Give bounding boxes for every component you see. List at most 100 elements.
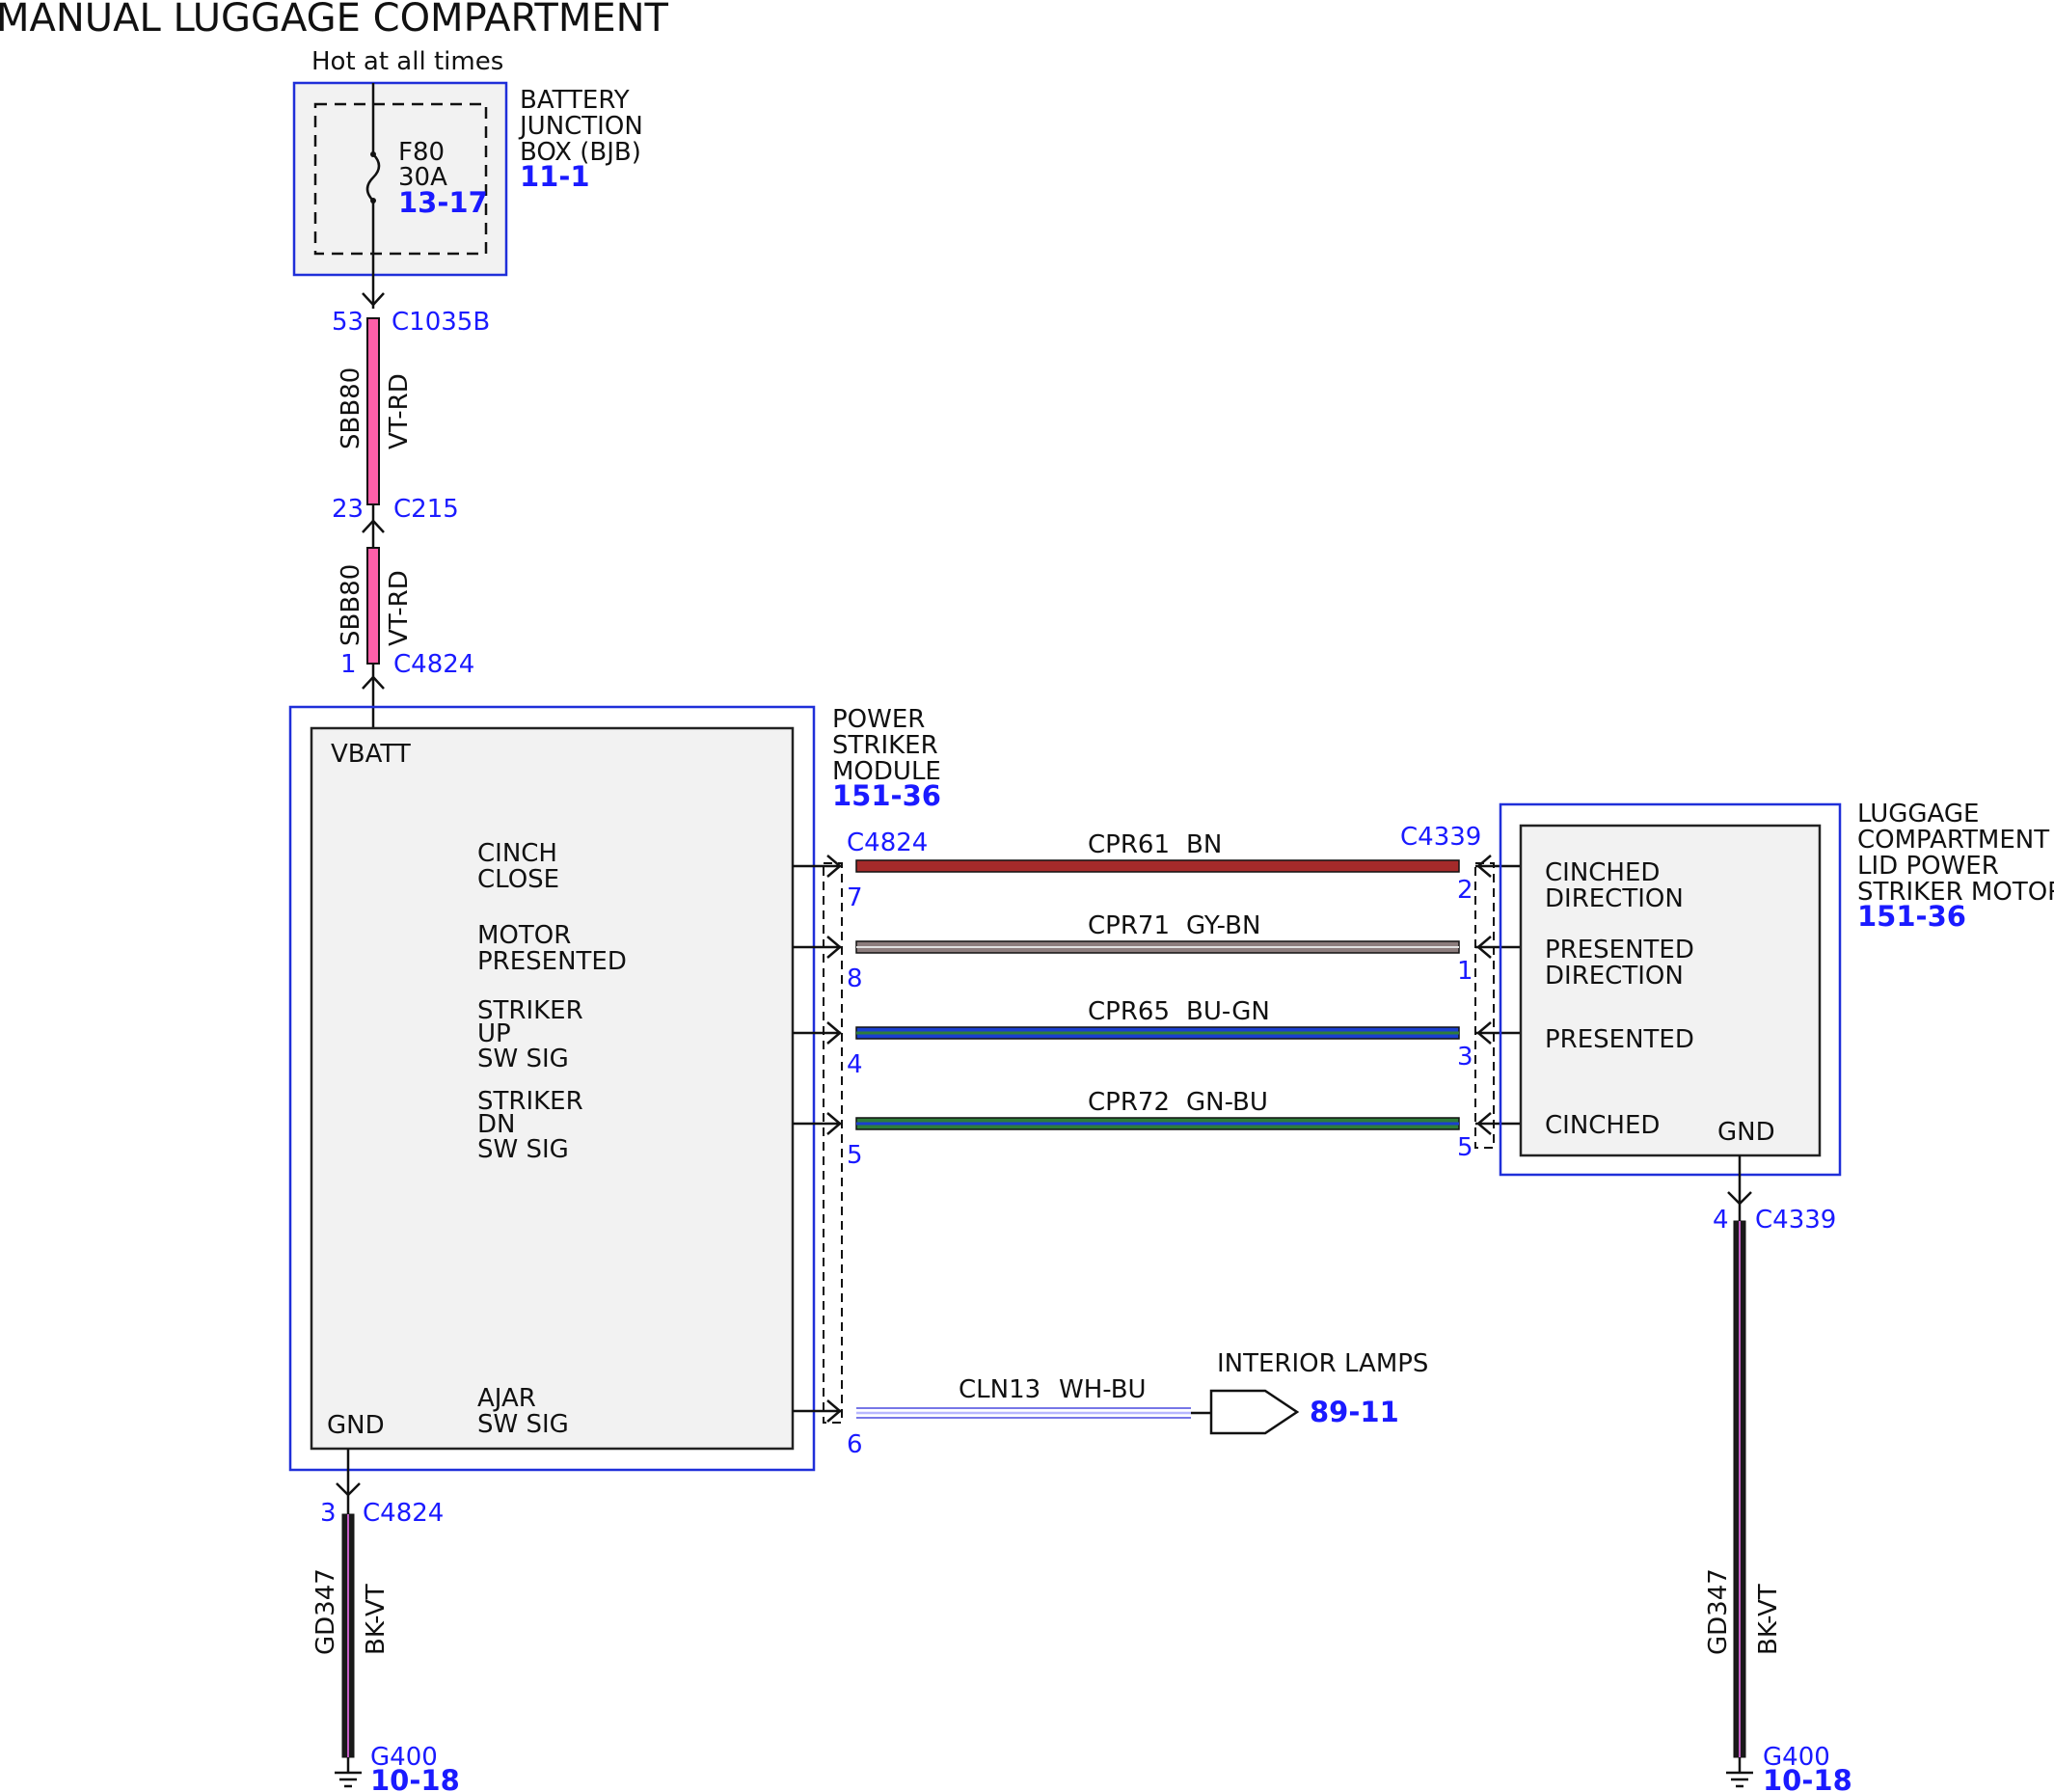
module-gnd-label: GND bbox=[327, 1411, 385, 1440]
c215-pin: 23 bbox=[332, 495, 364, 524]
connector-arrow-icon bbox=[1476, 1021, 1492, 1045]
interior-lamps-label: INTERIOR LAMPS bbox=[1217, 1349, 1428, 1378]
interior-lamps-arrow-icon bbox=[1209, 1389, 1300, 1435]
ground-left-connector-icon bbox=[336, 1482, 361, 1497]
motor-name-l3: LID POWER bbox=[1857, 852, 1999, 881]
motor-sig-cinched: CINCHED bbox=[1545, 1111, 1660, 1140]
ground-left-ref[interactable]: 10-18 bbox=[370, 1764, 460, 1792]
fuse-rating: 30A bbox=[398, 163, 447, 192]
gd347-right-circuit: GD347 bbox=[1704, 1568, 1733, 1655]
ground-left-pin: 3 bbox=[320, 1499, 337, 1528]
connector-arrow-icon bbox=[826, 1112, 842, 1135]
fuse-icon bbox=[365, 153, 381, 202]
wire-color-label: BU-GN bbox=[1186, 997, 1270, 1026]
module-name-l1: POWER bbox=[832, 705, 925, 734]
motor-gnd-label: GND bbox=[1717, 1118, 1775, 1147]
c4824-feed-pin: 1 bbox=[340, 650, 357, 679]
module-name-l3: MODULE bbox=[832, 757, 941, 786]
harness-wire-cpr71: CPR71 GY-BN 8 1 bbox=[793, 911, 1521, 993]
connector-arrow-icon bbox=[1476, 855, 1492, 878]
c4824-harness-label: C4824 bbox=[847, 828, 928, 857]
sbb80-upper-color: VT-RD bbox=[385, 373, 414, 449]
bjb-name-line2: JUNCTION bbox=[518, 112, 643, 141]
sig-cinch-close-l2: CLOSE bbox=[477, 865, 559, 894]
connector-arrow-icon bbox=[826, 855, 842, 878]
wire-left-pin: 4 bbox=[847, 1050, 863, 1079]
ground-right-ref[interactable]: 10-18 bbox=[1763, 1764, 1852, 1792]
bjb-name-line1: BATTERY bbox=[520, 86, 630, 115]
c1035b-pin: 53 bbox=[332, 308, 364, 337]
motor-sig-cinched-dir-l1: CINCHED bbox=[1545, 858, 1660, 887]
ground-left-icon bbox=[335, 1757, 362, 1788]
interior-lamps-ref[interactable]: 89-11 bbox=[1310, 1396, 1399, 1428]
wire-circuit-label: CPR71 bbox=[1088, 911, 1170, 940]
sbb80-lower-color: VT-RD bbox=[385, 570, 414, 646]
wire-circuit-label: CPR65 bbox=[1088, 997, 1170, 1026]
ajar-color: WH-BU bbox=[1059, 1375, 1147, 1404]
gd347-left-color: BK-VT bbox=[362, 1584, 391, 1655]
connector-arrow-icon bbox=[826, 1021, 842, 1045]
striker-motor bbox=[1499, 802, 1842, 1177]
wire-right-pin: 3 bbox=[1457, 1043, 1473, 1072]
connector-c1035b-icon bbox=[362, 292, 385, 307]
ground-right-name: G400 bbox=[1763, 1743, 1830, 1772]
wire-color-label: GN-BU bbox=[1186, 1088, 1268, 1117]
vbatt-label: VBATT bbox=[331, 740, 411, 769]
sig-ajar-l1: AJAR bbox=[477, 1384, 536, 1413]
motor-sig-cinched-dir-l2: DIRECTION bbox=[1545, 884, 1684, 913]
power-note: Hot at all times bbox=[311, 47, 503, 76]
sig-striker-dn-l1: STRIKER bbox=[477, 1087, 583, 1116]
motor-sig-presented-dir-l1: PRESENTED bbox=[1545, 936, 1694, 964]
fuse-ref[interactable]: 13-17 bbox=[398, 186, 488, 219]
wire-left-pin: 8 bbox=[847, 964, 863, 993]
fuse-name: F80 bbox=[398, 138, 445, 167]
c1035b-label: C1035B bbox=[392, 308, 490, 337]
motor-ref[interactable]: 151-36 bbox=[1857, 900, 1966, 933]
sig-striker-up-l2: UP bbox=[477, 1019, 511, 1048]
sig-striker-dn-l2: DN bbox=[477, 1110, 515, 1139]
sig-ajar-l2: SW SIG bbox=[477, 1410, 569, 1439]
connector-arrow-icon bbox=[1476, 936, 1492, 959]
sig-cinch-close-l1: CINCH bbox=[477, 839, 557, 868]
wire-left-pin: 5 bbox=[847, 1141, 863, 1170]
wire-right-pin: 5 bbox=[1457, 1133, 1473, 1162]
motor-name-l4: STRIKER MOTOR bbox=[1857, 878, 2054, 907]
diagram-title: MANUAL LUGGAGE COMPARTMENT bbox=[0, 0, 669, 41]
bjb-ref[interactable]: 11-1 bbox=[520, 160, 590, 193]
wire-left-pin: 7 bbox=[847, 883, 863, 912]
wire-right-pin: 2 bbox=[1457, 876, 1473, 905]
power-striker-module bbox=[288, 705, 816, 1472]
ajar-circuit: CLN13 bbox=[959, 1375, 1041, 1404]
c4824-feed-label: C4824 bbox=[393, 650, 474, 679]
connector-arrow-icon bbox=[1476, 1112, 1492, 1135]
ground-right-icon bbox=[1726, 1757, 1753, 1788]
sig-striker-up-l1: STRIKER bbox=[477, 996, 583, 1025]
wire-color-label: GY-BN bbox=[1186, 911, 1260, 940]
sig-motor-presented-l1: MOTOR bbox=[477, 921, 571, 950]
module-name-l2: STRIKER bbox=[832, 731, 938, 760]
connector-c215-icon bbox=[362, 519, 385, 533]
wire-right-pin: 1 bbox=[1457, 957, 1473, 986]
ground-right-pin: 4 bbox=[1713, 1206, 1729, 1235]
wire-circuit-label: CPR72 bbox=[1088, 1088, 1170, 1117]
gd347-right-color: BK-VT bbox=[1754, 1584, 1783, 1655]
module-ref[interactable]: 151-36 bbox=[832, 779, 941, 812]
ground-left-connector: C4824 bbox=[363, 1499, 444, 1528]
connector-c4824-feed-icon bbox=[362, 675, 385, 690]
ground-right-connector-icon bbox=[1727, 1191, 1752, 1206]
sig-motor-presented-l2: PRESENTED bbox=[477, 947, 627, 976]
harness-wire-cpr65: CPR65 BU-GN 4 3 bbox=[793, 997, 1521, 1079]
c4339-harness-label: C4339 bbox=[1400, 823, 1481, 852]
wire-sbb80-lower bbox=[366, 547, 380, 665]
wire-color-label: BN bbox=[1186, 830, 1222, 859]
ajar-pin: 6 bbox=[847, 1430, 863, 1459]
gd347-left-circuit: GD347 bbox=[311, 1568, 340, 1655]
motor-sig-presented: PRESENTED bbox=[1545, 1025, 1694, 1054]
motor-name-l1: LUGGAGE bbox=[1857, 800, 1979, 828]
sbb80-lower-circuit: SBB80 bbox=[337, 564, 365, 646]
c4824-connector-outline bbox=[823, 862, 843, 1424]
wire-sbb80-upper bbox=[366, 317, 380, 505]
